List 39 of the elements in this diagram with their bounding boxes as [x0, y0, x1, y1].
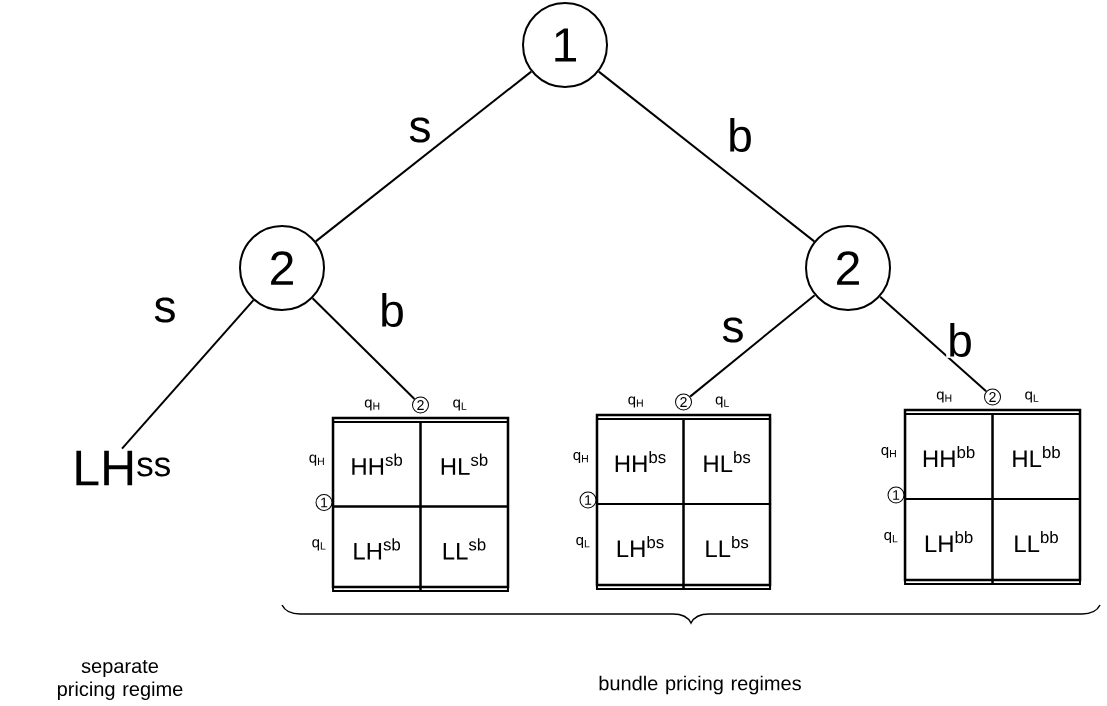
- payoff-cell: HL$^{bb}$: [991, 413, 1081, 500]
- strategy-label: q$_{H}$: [309, 454, 324, 466]
- edge-label: s: [407, 116, 433, 144]
- payoff-cell: HL$^{bs}$: [682, 418, 772, 505]
- strategy-label: q$_{H}$: [364, 399, 380, 411]
- regime-caption: separate pricing regime: [57, 659, 183, 701]
- strategy-label: q$_{H}$: [881, 446, 896, 459]
- branch-line: [689, 294, 816, 398]
- strategy-label: q$_{L}$: [715, 396, 729, 408]
- strategy-label: q$_{L}$: [453, 399, 467, 411]
- edge-label: b: [378, 292, 406, 328]
- outcome-label: LH$^{ss}$: [76, 450, 170, 486]
- edge-label: s: [720, 316, 746, 344]
- branch-line: [597, 70, 816, 243]
- branch-line: [311, 297, 416, 401]
- edge-label: b: [946, 322, 974, 358]
- branch-line: [314, 70, 533, 243]
- edge-label: b: [726, 117, 754, 153]
- payoff-cell: LL$^{bb}$: [991, 498, 1081, 585]
- payoff-cell: HL$^{sb}$: [419, 420, 509, 508]
- edge-label: s: [152, 296, 178, 324]
- regime-caption: bundle pricing regimes: [599, 675, 801, 695]
- strategy-label: q$_{L}$: [884, 531, 898, 544]
- strategy-label: q$_{L}$: [312, 539, 326, 551]
- strategy-label: q$_{L}$: [1025, 391, 1039, 403]
- strategy-label: q$_{L}$: [576, 536, 590, 549]
- payoff-cell: LL$^{bs}$: [682, 503, 772, 590]
- payoff-cell: LH$^{bs}$: [595, 503, 685, 590]
- strategy-label: q$_{H}$: [936, 391, 952, 403]
- payoff-cell: LH$^{bb}$: [904, 498, 994, 585]
- branch-line: [121, 299, 255, 450]
- branch-line: [879, 295, 988, 393]
- payoff-cell: LH$^{sb}$: [332, 505, 422, 593]
- strategy-label: q$_{H}$: [573, 451, 588, 464]
- payoff-cell: HH$^{bb}$: [904, 413, 994, 500]
- payoff-cell: HH$^{sb}$: [332, 420, 422, 508]
- payoff-cell: HH$^{bs}$: [595, 418, 685, 505]
- strategy-label: q$_{H}$: [628, 396, 643, 408]
- payoff-cell: LL$^{sb}$: [419, 505, 509, 593]
